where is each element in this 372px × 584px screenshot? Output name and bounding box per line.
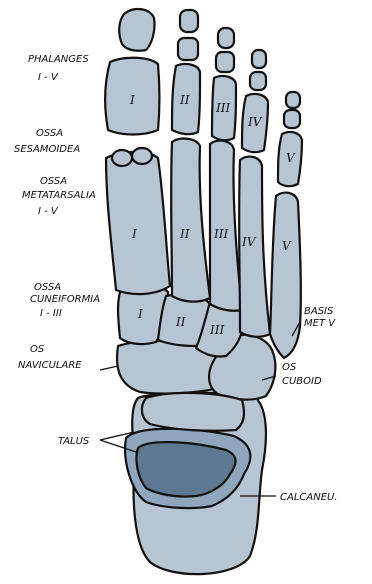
distal-phalanx-3 [218, 28, 234, 48]
label-basis-1: BASIS [304, 306, 334, 317]
numeral-proximal-4: IV [247, 115, 263, 129]
label-navicular-1: OS [30, 344, 45, 355]
metatarsal-3 [210, 141, 242, 311]
distal-phalanx-4 [252, 50, 266, 68]
label-cuboid-1: OS [282, 362, 297, 373]
middle-phalanx-5 [284, 110, 300, 128]
talus-neck-bone [142, 393, 244, 431]
sesamoid-medial [112, 150, 132, 166]
label-metatarsal-3: I - V [38, 206, 59, 217]
label-basis-2: MET V [304, 318, 336, 329]
metatarsal-5 [270, 193, 301, 358]
label-calcaneus: CALCANEU. [280, 492, 338, 503]
middle-phalanx-2 [178, 38, 198, 60]
numeral-cuneiform-3: III [209, 323, 224, 337]
label-sesamoid-1: OSSA [36, 128, 63, 139]
label-cuneiform-3: I - III [40, 308, 62, 319]
label-navicular-2: NAVICULARE [18, 360, 82, 371]
middle-phalanx-4 [250, 72, 266, 90]
numeral-proximal-3: III [215, 101, 230, 115]
talus-neck [142, 393, 244, 431]
metatarsal-1 [106, 152, 170, 294]
leader-navicular [100, 366, 118, 370]
metatarsal-2 [171, 139, 210, 302]
numeral-cuneiform-1: I [137, 307, 143, 321]
label-metatarsal-2: METATARSALIA [22, 190, 96, 201]
label-cuneiform-1: OSSA [34, 282, 61, 293]
numeral-metatarsal-5: V [282, 239, 292, 253]
label-talus: TALUS [58, 436, 90, 447]
numeral-metatarsal-4: IV [241, 235, 257, 249]
numeral-proximal-5: V [286, 151, 296, 165]
sesamoid-lateral [132, 148, 152, 164]
numeral-proximal-1: I [129, 93, 135, 107]
label-cuneiform-2: CUNEIFORMIA [30, 294, 100, 305]
numeral-proximal-2: II [179, 93, 190, 107]
distal-phalanx-5 [286, 92, 300, 108]
numeral-metatarsal-3: III [213, 227, 228, 241]
label-phalanges-range: I - V [38, 72, 59, 83]
label-sesamoid-2: SESAMOIDEA [14, 144, 80, 155]
label-phalanges: PHALANGES [28, 54, 89, 65]
middle-phalanx-3 [216, 52, 234, 72]
label-metatarsal-1: OSSA [40, 176, 67, 187]
label-cuboid-2: CUBOID [282, 376, 322, 387]
distal-phalanx-1 [119, 9, 154, 51]
numeral-metatarsal-1: I [131, 227, 137, 241]
numeral-cuneiform-2: II [175, 315, 186, 329]
numeral-metatarsal-2: II [179, 227, 190, 241]
distal-phalanx-2 [180, 10, 198, 32]
